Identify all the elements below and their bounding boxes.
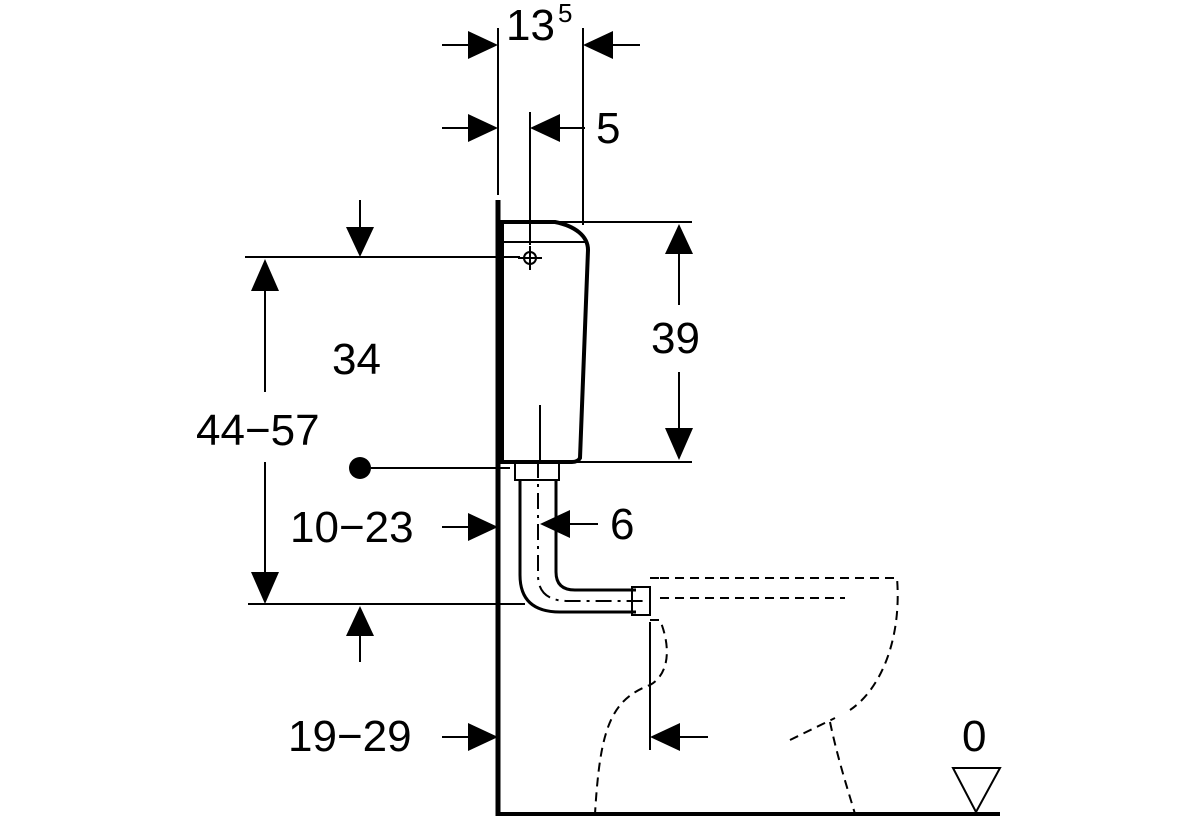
bowl-wall-label: 19−29 [288,712,412,761]
inlet-outlet-dimension: 34 [245,200,520,384]
outlet-height-label: 44−57 [196,406,320,455]
outlet-wall-dimension: 10−23 [290,503,498,552]
inlet-offset-dimension: 5 [442,104,620,245]
tank-depth-superscript: 5 [558,0,572,28]
tank-depth-label: 13 [506,1,555,50]
water-inlet-symbol [518,246,542,270]
flush-pipe [514,461,651,616]
wc-bowl-outline [594,577,899,815]
outlet-height-dimension: 44−57 [196,259,525,662]
inlet-offset-label: 5 [596,104,620,153]
bowl-wall-dimension: 19−29 [288,622,708,761]
reference-point [349,457,510,479]
floor-level-marker: 0 [951,712,1002,815]
inlet-outlet-label: 34 [332,335,381,384]
floor-level-triangle-icon [951,767,1002,815]
tank-height-label: 39 [651,314,700,363]
outlet-wall-label: 10−23 [290,503,414,552]
floor-level-label: 0 [962,712,986,761]
tank-depth-dimension: 13 5 [442,0,640,225]
wall-and-floor [495,200,1000,816]
pipe-offset-dimension: 6 [540,500,634,549]
pipe-offset-label: 6 [610,500,634,549]
tank-height-dimension: 39 [556,221,700,463]
